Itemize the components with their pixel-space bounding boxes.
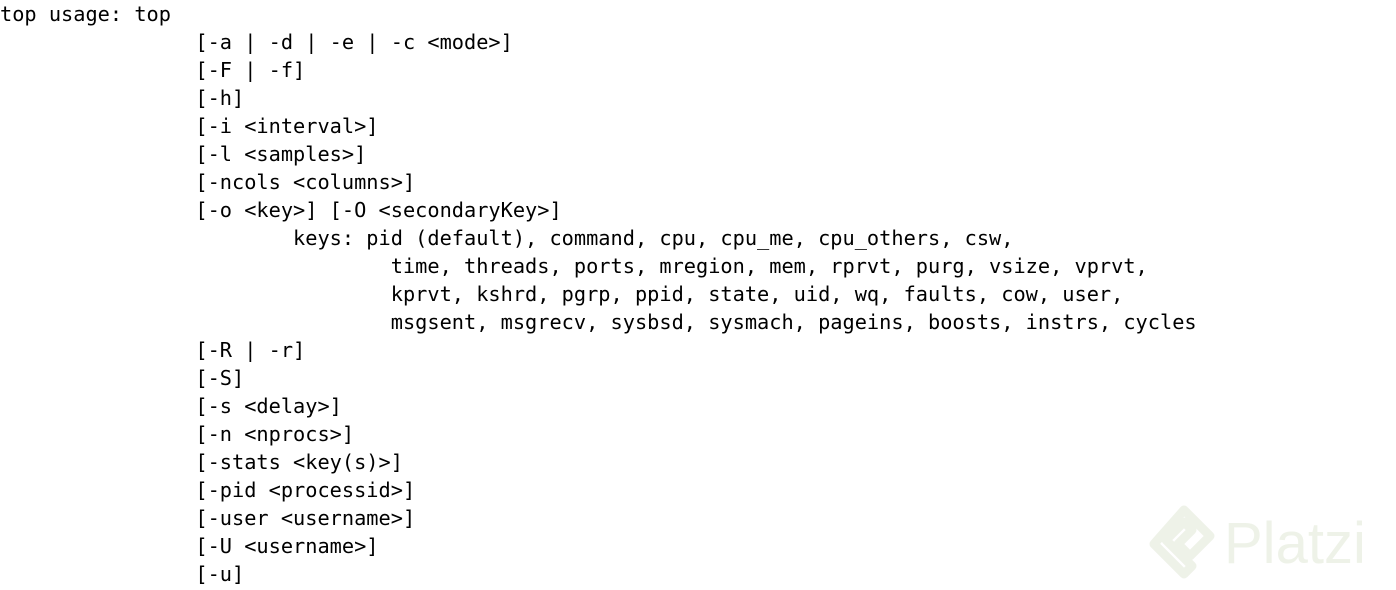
- option-line: [-R | -r]: [0, 338, 306, 362]
- usage-line: top usage: top: [0, 2, 171, 26]
- option-line: [-S]: [0, 366, 245, 390]
- option-line: [-ncols <columns>]: [0, 170, 416, 194]
- option-line: [-F | -f]: [0, 58, 306, 82]
- option-line: [-o <key>] [-O <secondaryKey>]: [0, 198, 562, 222]
- platzi-logo-icon: [1149, 505, 1215, 579]
- option-line: [-a | -d | -e | -c <mode>]: [0, 30, 513, 54]
- option-line: [-U <username>]: [0, 534, 379, 558]
- keys-line: kprvt, kshrd, pgrp, ppid, state, uid, wq…: [0, 282, 1124, 306]
- option-line: [-u]: [0, 562, 245, 586]
- option-line: [-stats <key(s)>]: [0, 450, 403, 474]
- option-line: [-n <nprocs>]: [0, 422, 355, 446]
- option-line: [-l <samples>]: [0, 142, 367, 166]
- option-line: [-h]: [0, 86, 245, 110]
- option-line: [-pid <processid>]: [0, 478, 416, 502]
- keys-line: msgsent, msgrecv, sysbsd, sysmach, pagei…: [0, 310, 1197, 334]
- keys-line: time, threads, ports, mregion, mem, rprv…: [0, 254, 1148, 278]
- platzi-watermark: Platzi: [1148, 504, 1388, 586]
- option-line: [-user <username>]: [0, 506, 416, 530]
- option-line: [-s <delay>]: [0, 394, 342, 418]
- keys-line: keys: pid (default), command, cpu, cpu_m…: [0, 226, 1014, 250]
- option-line: [-i <interval>]: [0, 114, 379, 138]
- watermark-text: Platzi: [1224, 511, 1366, 576]
